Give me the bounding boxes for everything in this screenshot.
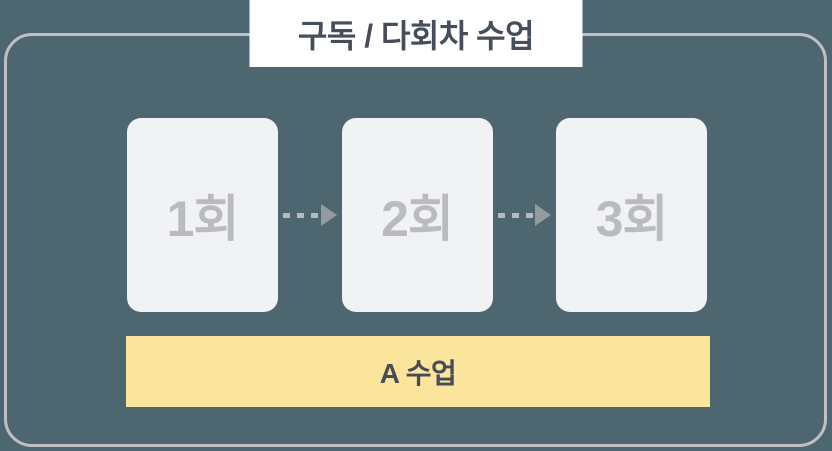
arrow-dashed-line: [497, 212, 534, 218]
diagram-title: 구독 / 다회차 수업: [297, 17, 535, 54]
arrow-head: [320, 204, 337, 226]
session-card-3: 3회: [556, 118, 707, 312]
arrow-head: [535, 204, 551, 226]
session-card-3-label: 3회: [595, 191, 669, 247]
class-bar: A 수업: [126, 336, 710, 407]
session-cards-row: 1회 2회 3회: [127, 118, 707, 312]
diagram-title-box: 구독 / 다회차 수업: [249, 0, 583, 67]
dashed-arrow-right-icon: [493, 118, 557, 312]
class-bar-label: A 수업: [379, 357, 457, 389]
session-card-2-label: 2회: [381, 191, 454, 247]
session-card-1: 1회: [127, 118, 278, 312]
arrow-dashed-line: [283, 212, 320, 218]
session-card-2: 2회: [341, 118, 493, 312]
dashed-arrow-right-icon: [278, 118, 342, 312]
session-card-1-label: 1회: [166, 191, 240, 247]
